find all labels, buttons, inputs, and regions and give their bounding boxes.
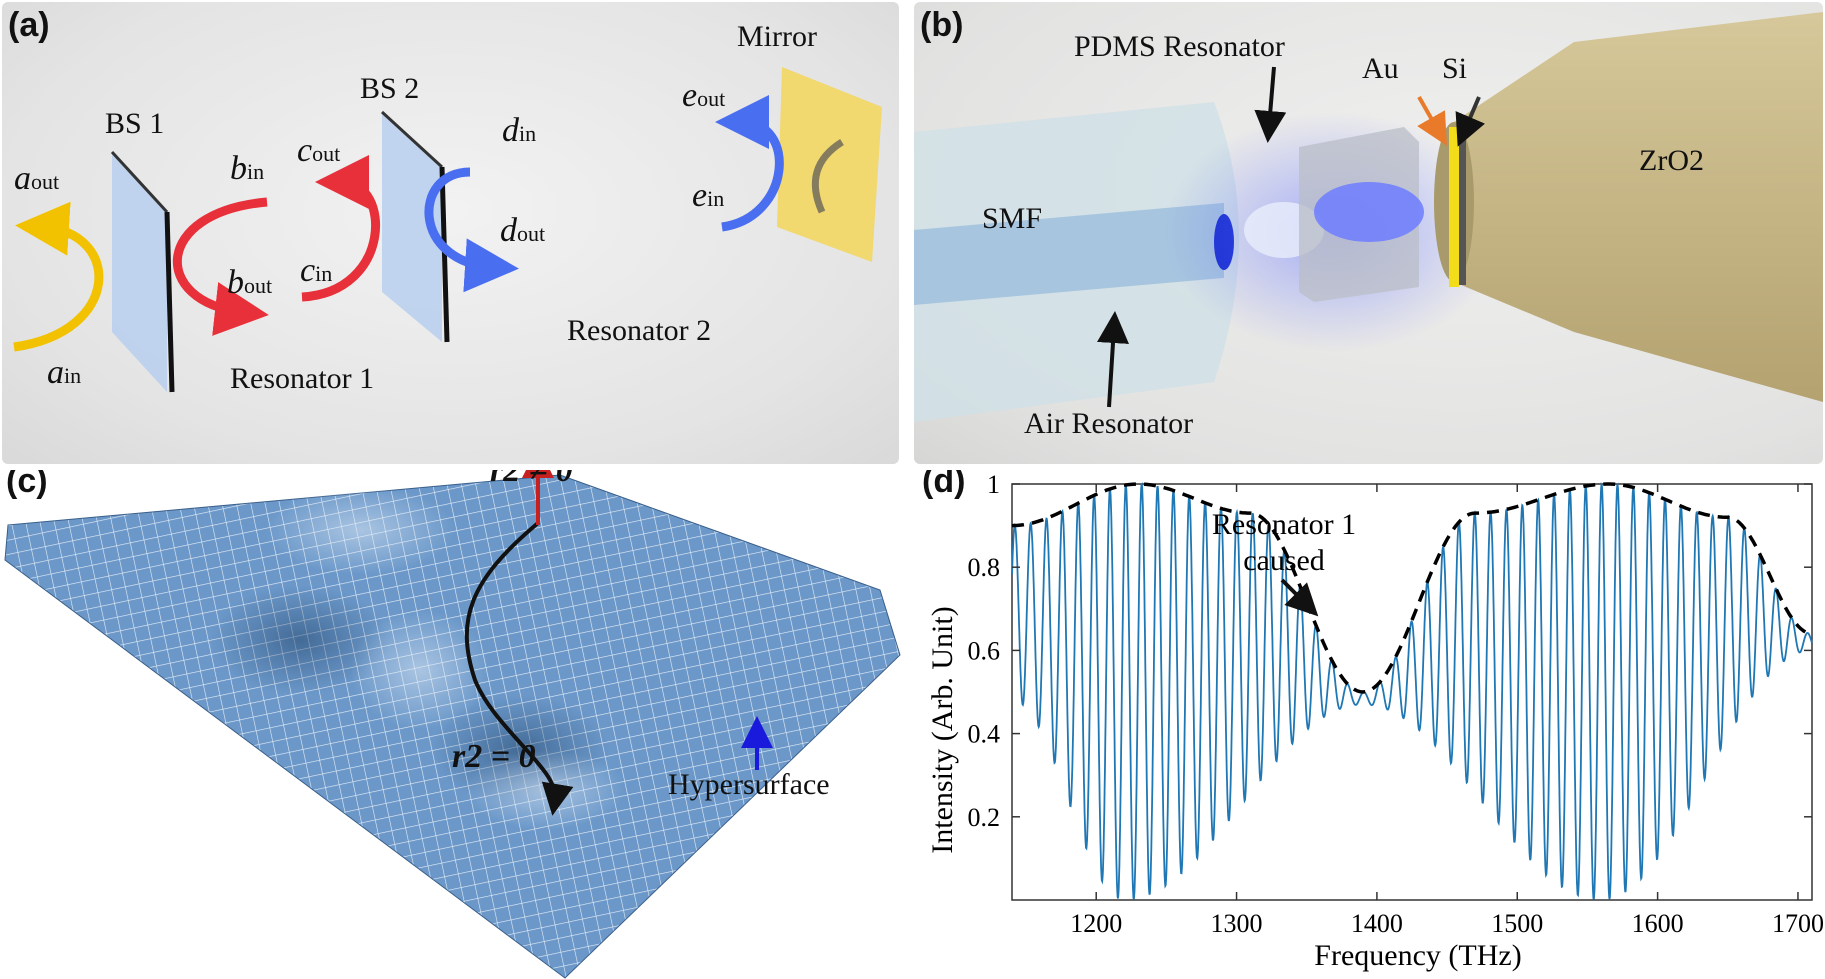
plot-area <box>1011 483 1813 901</box>
port-e-in: ein <box>692 177 725 214</box>
port-d-out: dout <box>500 212 546 249</box>
y-axis-label: Intensity (Arb. Unit) <box>926 606 959 853</box>
bs2-label: BS 2 <box>360 72 420 105</box>
x-tick-label: 1600 <box>1632 909 1684 938</box>
beam-c <box>301 155 381 302</box>
panel-label-b: (b) <box>920 6 964 44</box>
mirror-label: Mirror <box>737 20 817 53</box>
trajectory <box>464 521 574 816</box>
port-e-out: eout <box>682 77 726 114</box>
y-tick-label: 0.4 <box>968 720 1001 749</box>
panel-b: (b) PDMS Resonator Au Si ZrO2 SMF Air Re… <box>914 2 1823 464</box>
zro2-label: ZrO2 <box>1639 144 1704 177</box>
y-tick-label: 0.2 <box>968 803 1001 832</box>
beam-d <box>424 167 519 293</box>
hypersurface-label: Hypersurface <box>668 768 830 801</box>
panel-label-c: (c) <box>6 470 48 500</box>
envelope-dashed-line <box>1011 482 1813 694</box>
intensity-chart: 1200 1300 1400 1500 1600 1700 0.2 0.4 0.6 0.8 1 Fr… <box>926 470 1824 972</box>
x-tick-label: 1400 <box>1351 909 1403 938</box>
y-tick-label: 0.8 <box>968 553 1001 582</box>
x-axis-label: Frequency (THz) <box>1314 939 1521 972</box>
annotation-line2: caused <box>1243 544 1325 577</box>
x-tick-label: 1500 <box>1491 909 1543 938</box>
annotation-line1: Resonator 1 <box>1212 508 1356 541</box>
y-tick-label: 1 <box>987 470 1000 499</box>
si-layer <box>1459 130 1466 285</box>
port-a-in: ain <box>47 354 82 391</box>
port-d-in: din <box>502 112 537 149</box>
resonator1-label: Resonator 1 <box>230 362 375 395</box>
resonator2-label: Resonator 2 <box>567 314 712 347</box>
au-layer <box>1449 127 1459 287</box>
panel-a: (a) BS 1 BS 2 Mirror Resonator 1 Resonat… <box>2 2 899 464</box>
beam-e <box>715 95 784 232</box>
panel-b-illustration <box>914 12 1823 422</box>
smf-label: SMF <box>982 202 1043 235</box>
port-b-in: bin <box>230 150 265 187</box>
r2-zero-label: r2 = 0 <box>452 738 536 775</box>
fringe-series-line <box>1011 482 1813 900</box>
port-c-out: cout <box>297 132 341 169</box>
fiber-core <box>914 202 1224 305</box>
si-label: Si <box>1442 52 1468 85</box>
port-a-out: aout <box>14 160 60 197</box>
zro2-ferrule <box>1454 12 1823 402</box>
beam-splitter-2 <box>382 112 442 342</box>
y-tick-label: 0.6 <box>968 636 1001 665</box>
air-resonator-label: Air Resonator <box>1024 407 1194 440</box>
au-label: Au <box>1362 52 1399 85</box>
pdms-label: PDMS Resonator <box>1074 30 1285 63</box>
x-tick-label: 1200 <box>1070 909 1122 938</box>
port-b-out: bout <box>227 264 273 301</box>
panel-d: (d) 1200 1300 1400 1500 1600 1700 0.2 0.4 0.6 0.8… <box>912 470 1825 979</box>
panel-label-d: (d) <box>922 470 966 500</box>
panel-c: (c) r2 ≠ 0 r2 = 0 Hypersurface <box>0 470 905 979</box>
mirror <box>777 67 882 262</box>
annotation-arrow <box>1280 578 1319 617</box>
port-c-in: cin <box>300 252 333 289</box>
x-tick-label: 1700 <box>1772 909 1824 938</box>
bs1-label: BS 1 <box>105 107 165 140</box>
panel-c-illustration <box>4 470 901 979</box>
beam-splitter-1 <box>112 152 167 392</box>
panel-label-a: (a) <box>8 6 50 44</box>
panel-a-illustration <box>13 67 882 393</box>
r2-nonzero-label: r2 ≠ 0 <box>490 470 573 489</box>
beam-b <box>173 197 269 336</box>
beam-a <box>13 201 104 352</box>
x-tick-label: 1300 <box>1211 909 1263 938</box>
